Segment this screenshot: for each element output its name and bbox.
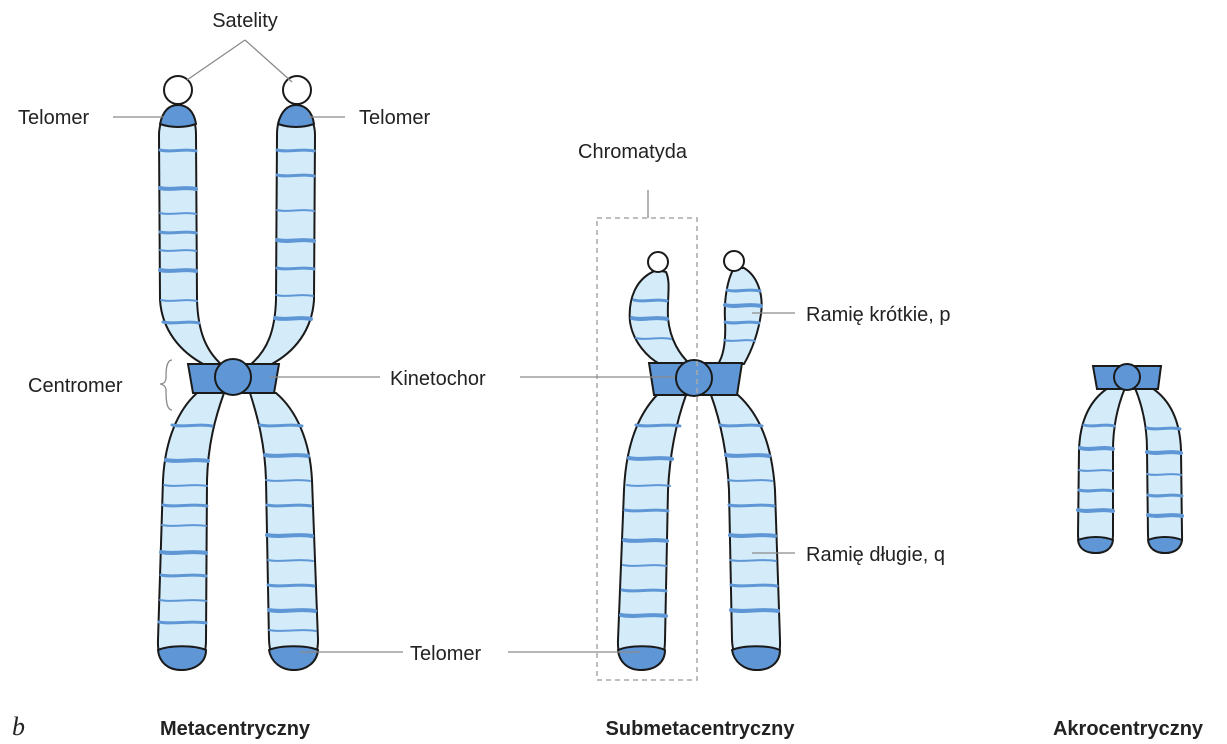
centromere-label: Centromer [28, 375, 123, 397]
submetacentric-satellite-left [648, 252, 668, 272]
chromatid-label: Chromatyda [578, 141, 688, 163]
caption-submetacentric: Submetacentryczny [606, 718, 796, 740]
metacentric-telomere-bottom-right [269, 646, 318, 670]
submetacentric-telomere-bottom-right [732, 646, 780, 670]
metacentric-kinetochore [215, 359, 251, 395]
metacentric-upper-left-arm [159, 107, 222, 365]
long-arm-label: Ramię długie, q [806, 544, 945, 566]
submetacentric-short-arm-right [718, 268, 762, 364]
caption-acrocentric: Akrocentryczny [1053, 718, 1204, 740]
metacentric-upper-right-arm [250, 107, 315, 365]
acrocentric-telomere-left [1078, 537, 1113, 553]
satellites-label: Satelity [212, 10, 278, 32]
submetacentric-telomere-bottom-left [618, 646, 665, 670]
metacentric-telomere-bottom-left [158, 646, 206, 670]
metacentric-telomere-top-left [160, 105, 196, 127]
submetacentric-kinetochore [676, 360, 712, 396]
metacentric-chromosome [158, 76, 318, 670]
metacentric-lower-left-arm [158, 393, 224, 670]
metacentric-satellite-right [283, 76, 311, 104]
panel-letter: b [12, 712, 25, 741]
acrocentric-telomere-right [1148, 537, 1182, 553]
submetacentric-chromosome [597, 218, 780, 680]
caption-metacentric: Metacentryczny [160, 718, 311, 740]
acrocentric-arm-right [1135, 388, 1182, 553]
submetacentric-satellite-right [724, 251, 744, 271]
acrocentric-chromosome [1078, 364, 1182, 553]
acrocentric-kinetochore [1114, 364, 1140, 390]
metacentric-lower-right-arm [250, 393, 318, 670]
submetacentric-long-arm-right [711, 395, 780, 670]
kinetochore-label: Kinetochor [390, 368, 486, 390]
telomere-right-label: Telomer [359, 107, 430, 129]
short-arm-label: Ramię krótkie, p [806, 304, 951, 326]
metacentric-telomere-top-right [278, 105, 314, 127]
submetacentric-long-arm-left [618, 395, 686, 670]
leader-lines [113, 40, 795, 652]
telomere-bottom-label: Telomer [410, 643, 481, 665]
telomere-left-label: Telomer [18, 107, 89, 129]
